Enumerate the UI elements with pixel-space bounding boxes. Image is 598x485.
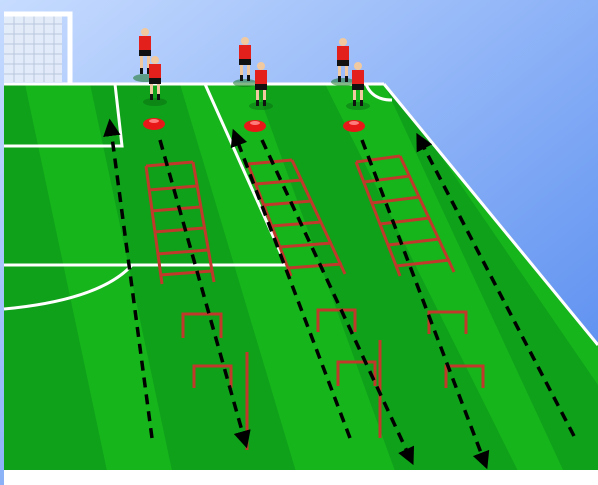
- run-arrows: [103, 118, 576, 470]
- penalty-arc: [3, 263, 134, 311]
- player: [346, 62, 370, 110]
- cone: [143, 118, 165, 130]
- arrow: [158, 139, 251, 449]
- hurdle: [192, 364, 233, 388]
- pitch-stripe: [384, 84, 598, 485]
- goal-area: [4, 83, 124, 148]
- arrow: [103, 118, 154, 439]
- hurdles: [181, 308, 485, 388]
- corner-arc: [364, 83, 393, 102]
- cone: [343, 120, 365, 132]
- cones: [143, 118, 365, 132]
- player: [249, 62, 273, 110]
- pitch: [4, 84, 598, 485]
- hurdle: [181, 312, 223, 338]
- speed-ladder: [354, 154, 456, 277]
- players: [133, 28, 370, 110]
- hurdle: [336, 360, 377, 386]
- arrow: [416, 132, 576, 437]
- pitch-stripe: [4, 84, 110, 485]
- arrow: [360, 139, 490, 470]
- arrow: [230, 128, 352, 439]
- player: [331, 38, 355, 86]
- goal-post: [4, 11, 73, 84]
- hurdle: [316, 308, 357, 332]
- player: [233, 37, 257, 87]
- goal: [4, 11, 73, 84]
- speed-ladder: [144, 160, 216, 285]
- pitch-stripe: [255, 84, 525, 485]
- cone: [244, 120, 266, 132]
- arrow: [260, 139, 415, 466]
- hurdle: [427, 310, 468, 334]
- player: [143, 56, 167, 106]
- player: [133, 28, 157, 82]
- touchline: [382, 83, 598, 346]
- speed-ladder: [246, 158, 347, 277]
- hurdle: [444, 364, 485, 388]
